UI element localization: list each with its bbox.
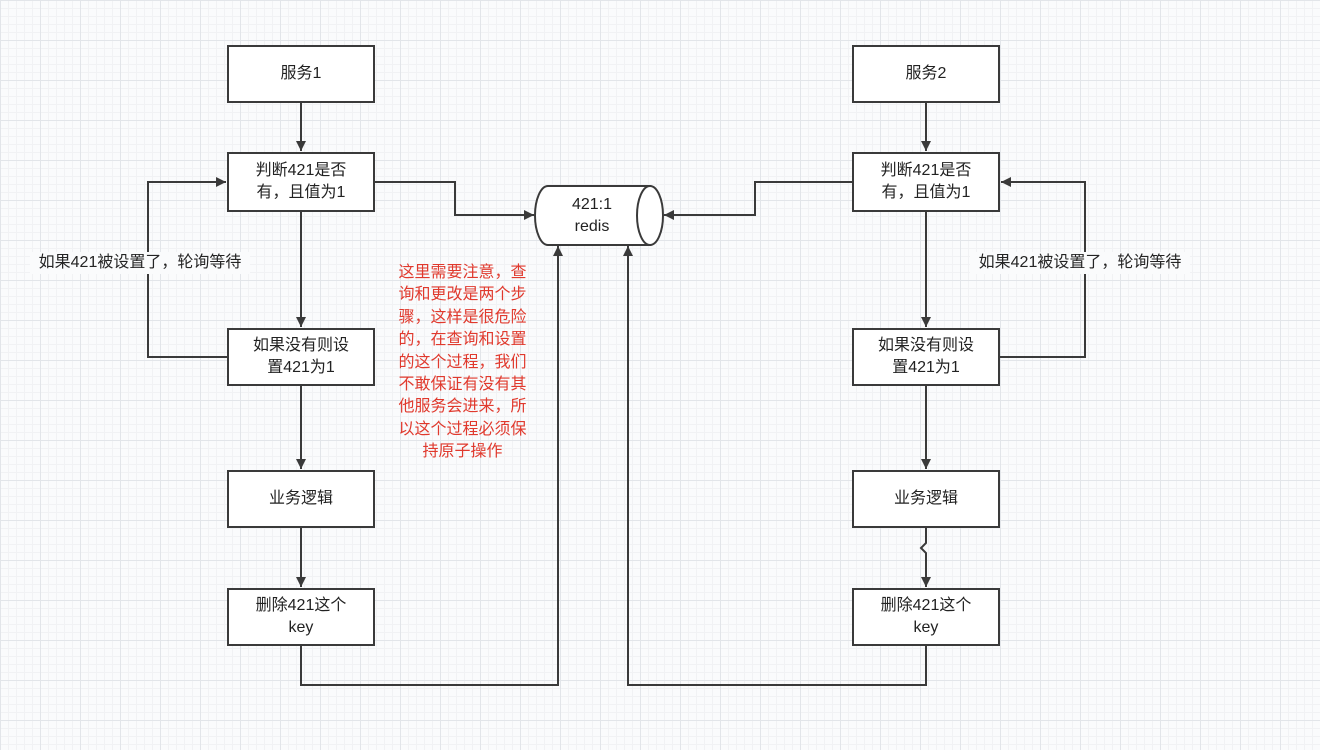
node-delete-1-label: 删除421这个 key (255, 597, 347, 636)
node-service-1[interactable]: 服务1 (227, 45, 375, 103)
connector-delete1-redis[interactable] (300, 246, 563, 686)
node-check-2-label: 判断421是否 有，且值为1 (880, 162, 972, 201)
connector-logic2-delete2[interactable] (919, 528, 931, 587)
connector-check2-redis[interactable] (664, 181, 852, 220)
edge-label-wait-left[interactable]: 如果421被设置了，轮询等待 (30, 252, 250, 274)
node-delete-1[interactable]: 删除421这个 key (227, 588, 375, 646)
edge-label-wait-right[interactable]: 如果421被设置了，轮询等待 (970, 252, 1190, 274)
node-service-2-label: 服务2 (905, 65, 947, 83)
node-set-1-label: 如果没有则设 置421为1 (252, 337, 349, 376)
node-logic-1-label: 业务逻辑 (268, 490, 333, 508)
node-set-1[interactable]: 如果没有则设 置421为1 (227, 328, 375, 386)
node-logic-2[interactable]: 业务逻辑 (852, 470, 1000, 528)
node-check-2[interactable]: 判断421是否 有，且值为1 (852, 152, 1000, 212)
redis-cylinder[interactable] (534, 185, 664, 246)
node-set-2[interactable]: 如果没有则设 置421为1 (852, 328, 1000, 386)
node-delete-2-label: 删除421这个 key (880, 597, 972, 636)
connector-check1-redis[interactable] (375, 181, 534, 220)
node-logic-1[interactable]: 业务逻辑 (227, 470, 375, 528)
node-service-1-label: 服务1 (280, 65, 322, 83)
connector-delete2-redis[interactable] (623, 246, 927, 686)
node-set-2-label: 如果没有则设 置421为1 (877, 337, 974, 376)
node-logic-2-label: 业务逻辑 (893, 490, 958, 508)
node-service-2[interactable]: 服务2 (852, 45, 1000, 103)
annotation-atomic-warning[interactable]: 这里需要注意，查 询和更改是两个步 骤，这样是很危险 的，在查询和设置 的这个过… (398, 264, 527, 461)
node-check-1[interactable]: 判断421是否 有，且值为1 (227, 152, 375, 212)
node-delete-2[interactable]: 删除421这个 key (852, 588, 1000, 646)
node-check-1-label: 判断421是否 有，且值为1 (255, 162, 347, 201)
